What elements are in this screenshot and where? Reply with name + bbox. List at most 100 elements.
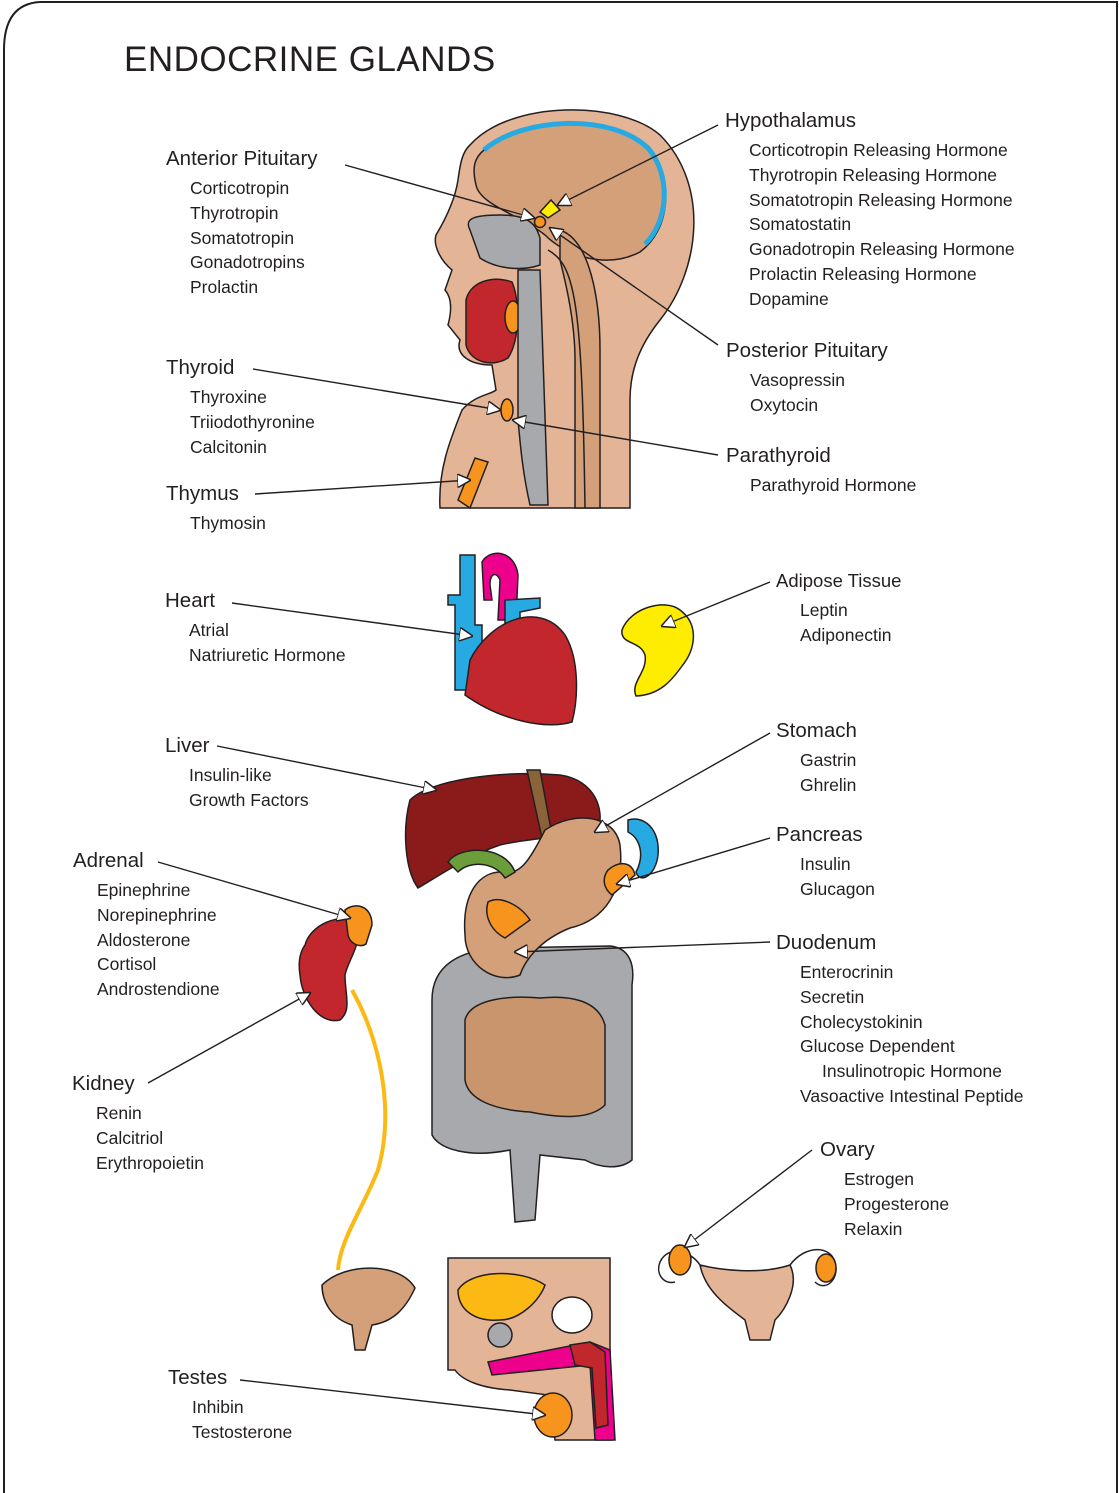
hormone-list: Insulin Glucagon — [800, 852, 875, 902]
hormone-item: Cortisol — [97, 952, 220, 977]
hormone-item: Inhibin — [192, 1395, 292, 1420]
hormone-list: Atrial Natriuretic Hormone — [189, 618, 346, 668]
gland-stomach: Stomach Gastrin Ghrelin — [776, 718, 857, 798]
hormone-item: Prolactin Releasing Hormone — [749, 262, 1015, 287]
small-intestine — [465, 997, 605, 1116]
gland-ovary: Ovary Estrogen Progesterone Relaxin — [820, 1137, 949, 1241]
hormone-list: Enterocrinin Secretin Cholecystokinin Gl… — [800, 960, 1023, 1109]
hormone-item: Insulin-like — [189, 763, 309, 788]
hormone-item: Ghrelin — [800, 773, 857, 798]
gland-thymus: Thymus Thymosin — [166, 481, 266, 536]
hormone-item: Renin — [96, 1101, 204, 1126]
gland-name: Liver — [165, 733, 309, 759]
hormone-item: Dopamine — [749, 287, 1015, 312]
gland-posterior-pituitary: Posterior Pituitary Vasopressin Oxytocin — [726, 338, 888, 418]
hormone-item: Vasoactive Intestinal Peptide — [800, 1084, 1023, 1109]
gland-kidney: Kidney Renin Calcitriol Erythropoietin — [72, 1071, 204, 1175]
hormone-list: Gastrin Ghrelin — [800, 748, 857, 798]
bladder — [322, 1268, 415, 1350]
gland-name: Hypothalamus — [725, 108, 1015, 134]
gland-parathyroid: Parathyroid Parathyroid Hormone — [726, 443, 916, 498]
hormone-item: Corticotropin Releasing Hormone — [749, 138, 1015, 163]
arrow-kidney — [148, 993, 310, 1083]
hormone-list: Epinephrine Norepinephrine Aldosterone C… — [97, 878, 220, 1002]
gland-name: Kidney — [72, 1071, 204, 1097]
hormone-item: Secretin — [800, 985, 1023, 1010]
gland-name: Thyroid — [166, 355, 315, 381]
gland-testes: Testes Inhibin Testosterone — [168, 1365, 292, 1445]
hormone-item: Triiodothyronine — [190, 410, 315, 435]
hormone-item: Vasopressin — [750, 368, 888, 393]
gland-name: Ovary — [820, 1137, 949, 1163]
hormone-list: Corticotropin Thyrotropin Somatotropin G… — [190, 176, 318, 300]
hormone-item: Prolactin — [190, 275, 318, 300]
hormone-item: Erythropoietin — [96, 1151, 204, 1176]
hormone-item: Progesterone — [844, 1192, 949, 1217]
arrow-adipose — [662, 582, 770, 626]
adipose-tissue-shape — [622, 605, 694, 696]
hormone-item: Relaxin — [844, 1217, 949, 1242]
right-ovary — [816, 1254, 836, 1282]
gland-name: Thymus — [166, 481, 266, 507]
gland-duodenum: Duodenum Enterocrinin Secretin Cholecyst… — [776, 930, 1023, 1109]
gland-thyroid: Thyroid Thyroxine Triiodothyronine Calci… — [166, 355, 315, 459]
hormone-item: Oxytocin — [750, 393, 888, 418]
hormone-item: Glucose Dependent — [800, 1034, 1023, 1059]
hormone-list: Leptin Adiponectin — [800, 598, 901, 648]
hormone-item: Natriuretic Hormone — [189, 643, 346, 668]
hormone-item: Glucagon — [800, 877, 875, 902]
hormone-item: Norepinephrine — [97, 903, 220, 928]
hormone-item: Leptin — [800, 598, 901, 623]
hormone-list: Vasopressin Oxytocin — [750, 368, 888, 418]
hormone-list: Insulin-like Growth Factors — [189, 763, 309, 813]
hormone-item: Gonadotropins — [190, 250, 318, 275]
hormone-item: Aldosterone — [97, 928, 220, 953]
gland-adrenal: Adrenal Epinephrine Norepinephrine Aldos… — [73, 848, 220, 1002]
gland-name: Testes — [168, 1365, 292, 1391]
gland-anterior-pituitary: Anterior Pituitary Corticotropin Thyrotr… — [166, 146, 318, 300]
hormone-item: Thyrotropin — [190, 201, 318, 226]
arrow-stomach — [595, 733, 770, 832]
uterus — [700, 1265, 793, 1340]
gland-pancreas: Pancreas Insulin Glucagon — [776, 822, 875, 902]
hormone-item: Epinephrine — [97, 878, 220, 903]
hormone-item: Testosterone — [192, 1420, 292, 1445]
gland-name: Heart — [165, 588, 346, 614]
hormone-item: Insulinotropic Hormone — [800, 1059, 1023, 1084]
hormone-item: Somatostatin — [749, 212, 1015, 237]
hormone-item: Calcitriol — [96, 1126, 204, 1151]
thyroid-gland — [501, 399, 513, 421]
hormone-item: Enterocrinin — [800, 960, 1023, 985]
gland-name: Stomach — [776, 718, 857, 744]
hormone-list: Thyroxine Triiodothyronine Calcitonin — [190, 385, 315, 459]
gland-name: Anterior Pituitary — [166, 146, 318, 172]
hormone-item: Androstendione — [97, 977, 220, 1002]
hormone-item: Adiponectin — [800, 623, 901, 648]
male-reproductive-figure — [448, 1258, 615, 1440]
hormone-item: Calcitonin — [190, 435, 315, 460]
arrow-thymus — [255, 480, 470, 494]
hormone-item: Thyrotropin Releasing Hormone — [749, 163, 1015, 188]
adrenal-gland — [345, 906, 372, 946]
hormone-item: Estrogen — [844, 1167, 949, 1192]
hormone-list: Estrogen Progesterone Relaxin — [844, 1167, 949, 1241]
hormone-list: Parathyroid Hormone — [750, 473, 916, 498]
hormone-item: Thyroxine — [190, 385, 315, 410]
hormone-list: Corticotropin Releasing Hormone Thyrotro… — [749, 138, 1015, 312]
hormone-item: Atrial — [189, 618, 346, 643]
hormone-item: Corticotropin — [190, 176, 318, 201]
gland-name: Duodenum — [776, 930, 1023, 956]
hormone-list: Renin Calcitriol Erythropoietin — [96, 1101, 204, 1175]
gland-name: Adrenal — [73, 848, 220, 874]
arrow-ovary — [685, 1150, 812, 1247]
gland-name: Pancreas — [776, 822, 875, 848]
digestive-figure — [406, 770, 659, 1222]
female-reproductive-figure — [659, 1245, 836, 1340]
hormone-list: Thymosin — [190, 511, 266, 536]
hormone-item: Cholecystokinin — [800, 1010, 1023, 1035]
pituitary-gland — [535, 217, 546, 228]
prostate — [488, 1323, 512, 1347]
rectum — [552, 1297, 592, 1333]
left-ovary — [669, 1245, 691, 1275]
gallbladder — [448, 850, 515, 878]
